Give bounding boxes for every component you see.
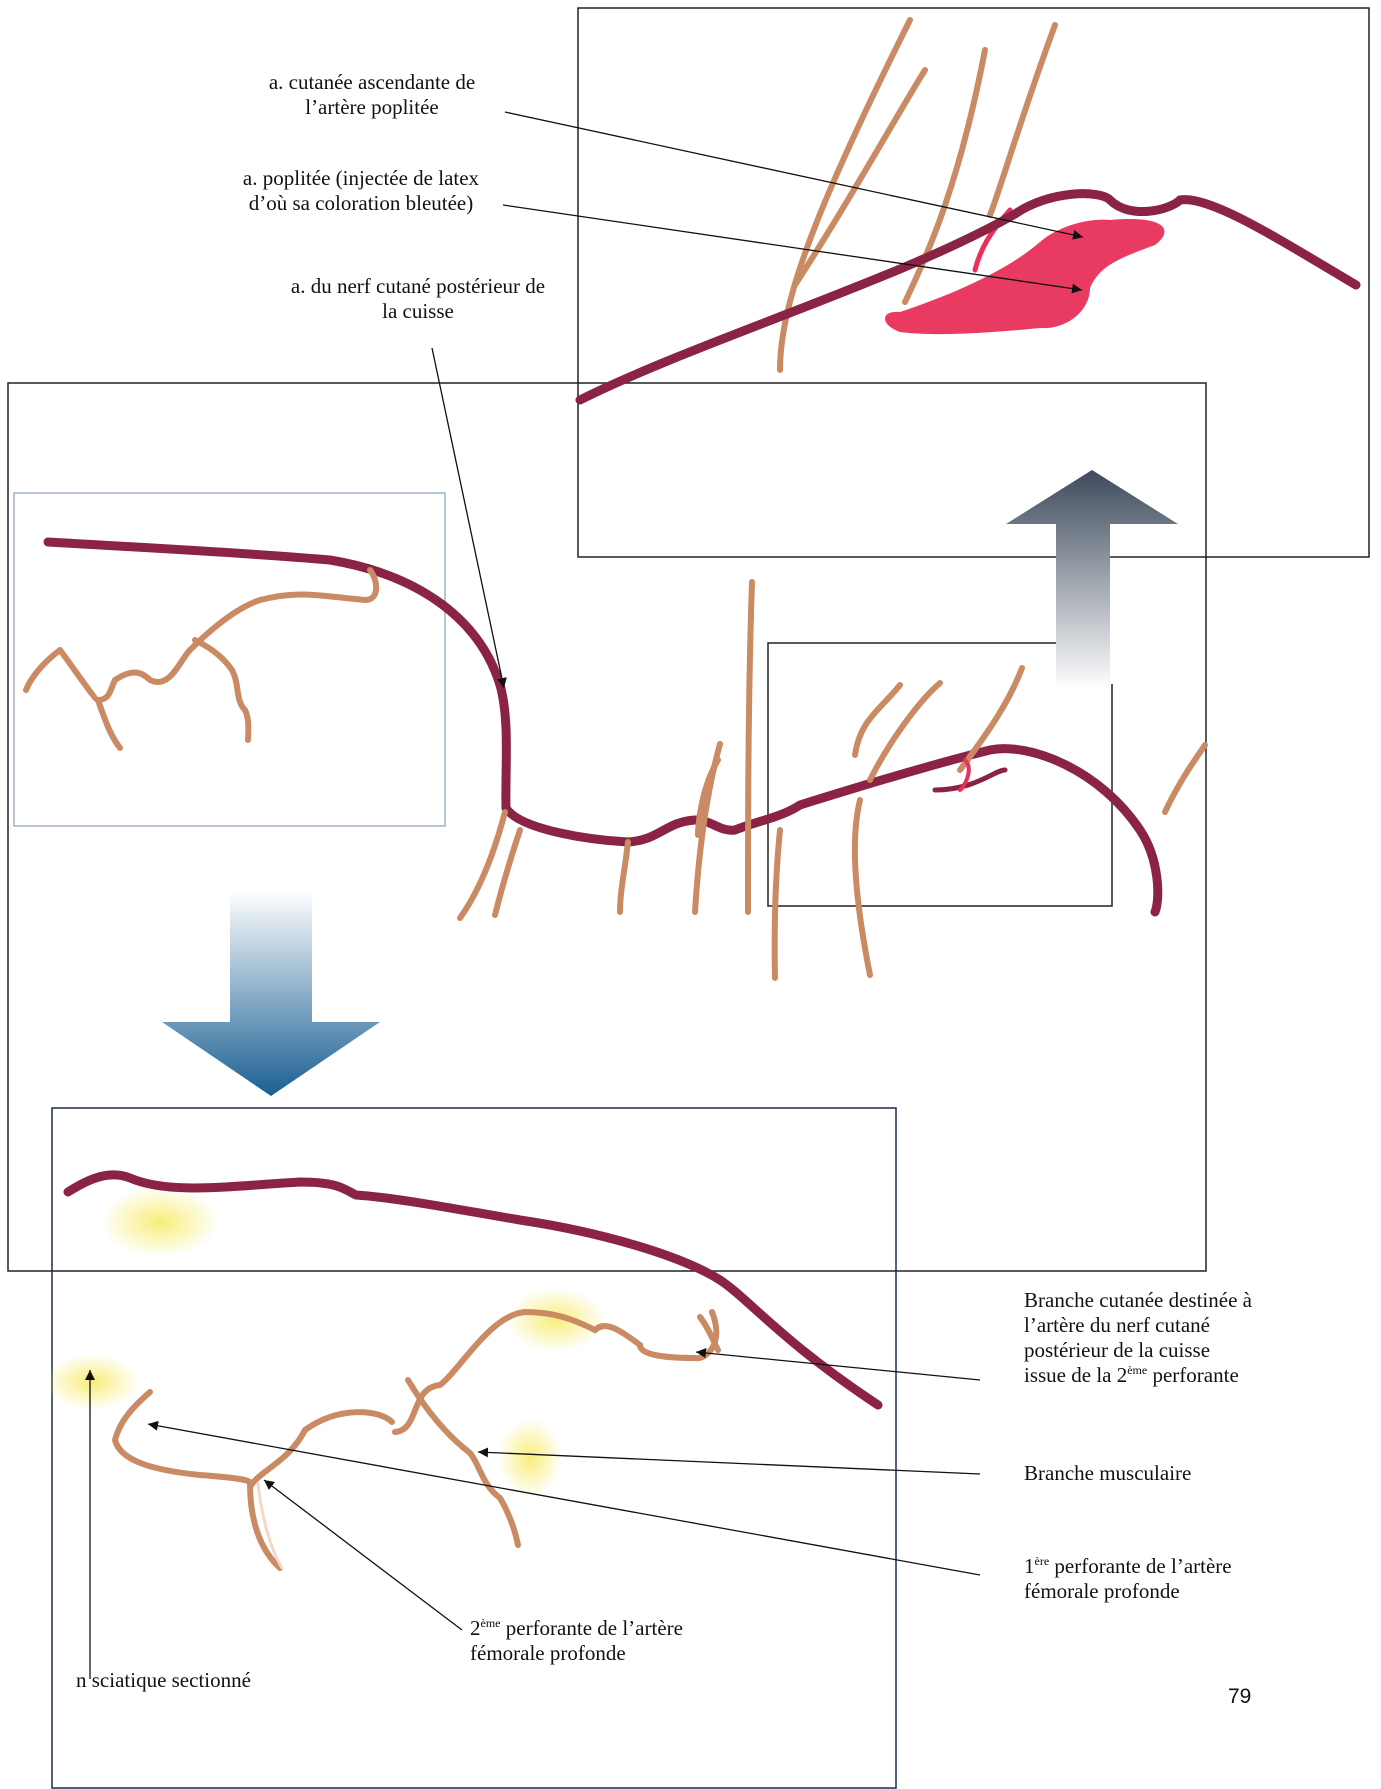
popliteal-inset xyxy=(580,20,1356,400)
label-text: issue de la 2 xyxy=(1024,1363,1127,1387)
label-superscript: ème xyxy=(481,1616,501,1630)
label-branche-cutanee: Branche cutanée destinée à l’artère du n… xyxy=(1024,1288,1364,1388)
leader-deuxieme-perforante xyxy=(264,1480,462,1630)
label-text: perforante xyxy=(1147,1363,1239,1387)
yellow-glow-4 xyxy=(498,1418,562,1498)
label-superscript: ère xyxy=(1035,1554,1050,1568)
down-arrow xyxy=(162,890,380,1096)
label-text: sciatique sectionné xyxy=(87,1668,251,1692)
upward-arrow xyxy=(1006,470,1178,690)
label-poplitee: a. poplitée (injectée de latex d’où sa c… xyxy=(206,166,516,216)
label-line: a. poplitée (injectée de latex xyxy=(206,166,516,191)
label-line: l’artère poplitée xyxy=(232,95,512,120)
bottom-inset xyxy=(44,1175,878,1568)
label-sciatique: n sciatique sectionné xyxy=(76,1668,251,1693)
label-line: 2ème perforante de l’artère xyxy=(470,1616,810,1641)
yellow-glow-2 xyxy=(506,1288,606,1352)
label-branche-musculaire: Branche musculaire xyxy=(1024,1461,1191,1486)
label-line: la cuisse xyxy=(258,299,578,324)
label-line: postérieur de la cuisse xyxy=(1024,1338,1364,1363)
yellow-glow-1 xyxy=(100,1187,220,1257)
label-line: fémorale profonde xyxy=(470,1641,810,1666)
label-deuxieme-perforante: 2ème perforante de l’artère fémorale pro… xyxy=(470,1616,810,1666)
label-line: a. cutanée ascendante de xyxy=(232,70,512,95)
label-premiere-perforante: 1ère perforante de l’artère fémorale pro… xyxy=(1024,1554,1364,1604)
top-right-frame xyxy=(578,8,1369,557)
popliteal-latex xyxy=(885,219,1165,334)
label-text: Branche musculaire xyxy=(1024,1461,1191,1485)
yellow-glow-3 xyxy=(44,1354,140,1410)
label-line: issue de la 2ème perforante xyxy=(1024,1363,1364,1388)
label-nerf-cutane: a. du nerf cutané postérieur de la cuiss… xyxy=(258,274,578,324)
label-text: perforante de l’artère xyxy=(501,1616,683,1640)
middle-vessels xyxy=(26,542,1205,978)
perforating-branches xyxy=(115,1392,392,1484)
label-line: l’artère du nerf cutané xyxy=(1024,1313,1364,1338)
label-cutanee-ascendante: a. cutanée ascendante de l’artère poplit… xyxy=(232,70,512,120)
label-text: perforante de l’artère xyxy=(1049,1554,1231,1578)
label-line: a. du nerf cutané postérieur de xyxy=(258,274,578,299)
page-number: 79 xyxy=(1228,1685,1251,1709)
label-line: Branche cutanée destinée à xyxy=(1024,1288,1364,1313)
leader-nerf-cutane xyxy=(432,348,504,688)
label-text: n xyxy=(76,1668,87,1692)
label-superscript: ème xyxy=(1127,1363,1147,1377)
label-line: 1ère perforante de l’artère xyxy=(1024,1554,1364,1579)
label-text: 2 xyxy=(470,1616,481,1640)
label-text: 1 xyxy=(1024,1554,1035,1578)
label-line: fémorale profonde xyxy=(1024,1579,1364,1604)
label-line: d’où sa coloration bleutée) xyxy=(206,191,516,216)
